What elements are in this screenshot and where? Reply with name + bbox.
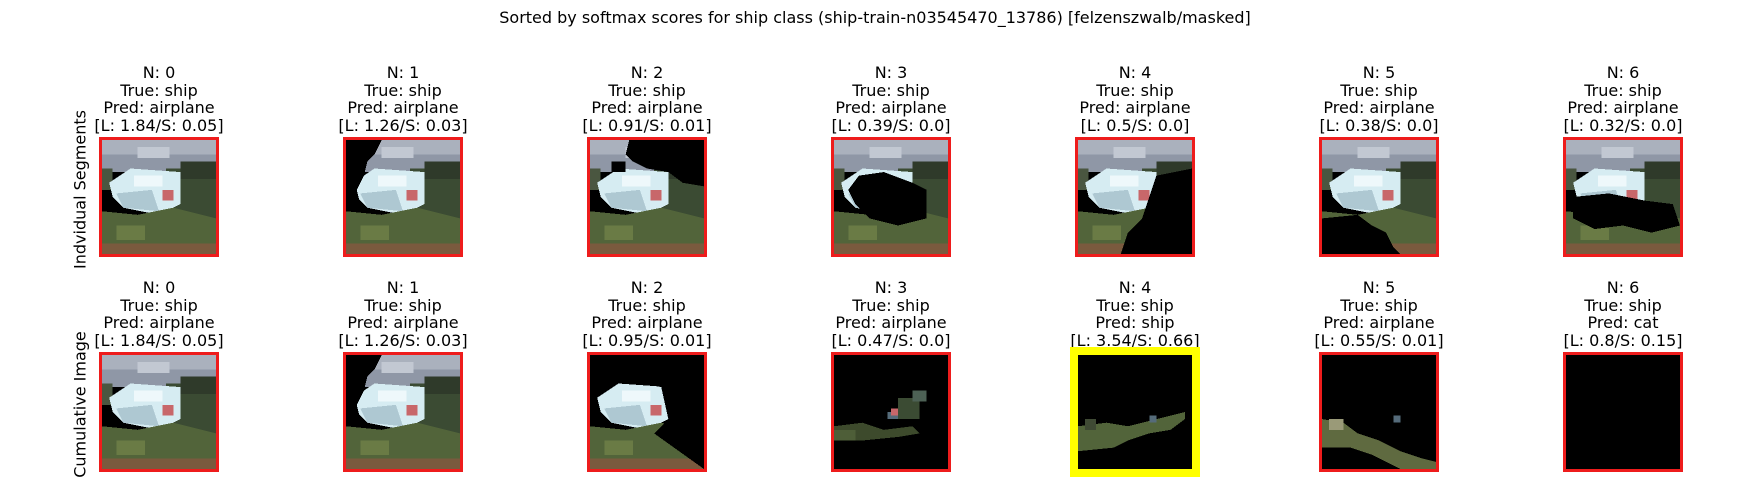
panel-title-pred: Pred: airplane	[103, 313, 215, 332]
panel-title-scores: [L: 0.95/S: 0.01]	[582, 330, 712, 350]
panel-title-pred: Pred: airplane	[347, 98, 459, 117]
masked-image	[1319, 352, 1439, 472]
masked-image	[587, 352, 707, 472]
panel-title-true-label: True: ship	[1096, 80, 1174, 100]
panel-title-scores: [L: 0.47/S: 0.0]	[831, 330, 951, 350]
masked-image	[99, 352, 219, 472]
masked-image	[1563, 352, 1683, 472]
panel-title-pred: Pred: cat	[1587, 313, 1659, 332]
masked-image	[831, 137, 951, 257]
masked-image	[343, 352, 463, 472]
panel-title-scores: [L: 1.84/S: 0.05]	[94, 115, 224, 135]
panel-title-n: N: 2	[630, 278, 664, 297]
panel-title-n: N: 5	[1362, 63, 1396, 82]
panel-title-scores: [L: 3.54/S: 0.66]	[1070, 330, 1200, 350]
image-thumbnail	[102, 355, 216, 469]
panel-title-pred: Pred: airplane	[1323, 98, 1435, 117]
panel-title-true-label: True: ship	[852, 80, 930, 100]
image-thumbnail	[590, 355, 704, 469]
image-thumbnail	[1322, 140, 1436, 254]
panel-title-n: N: 5	[1362, 278, 1396, 297]
masked-image	[1075, 137, 1195, 257]
image-thumbnail	[346, 355, 460, 469]
panel-title-pred: Pred: airplane	[835, 98, 947, 117]
panel-title-n: N: 4	[1118, 63, 1152, 82]
panel-title-pred: Pred: airplane	[1567, 98, 1679, 117]
panel-title-true-label: True: ship	[608, 80, 686, 100]
image-thumbnail	[590, 140, 704, 254]
panel-title-scores: [L: 0.5/S: 0.0]	[1080, 115, 1190, 135]
panel-title-scores: [L: 1.84/S: 0.05]	[94, 330, 224, 350]
panel-title-scores: [L: 0.38/S: 0.0]	[1319, 115, 1439, 135]
panel-title-true-label: True: ship	[852, 295, 930, 315]
panel-title-n: N: 2	[630, 63, 664, 82]
panel-title-pred: Pred: airplane	[1079, 98, 1191, 117]
image-thumbnail	[834, 355, 948, 469]
panel-title-n: N: 6	[1606, 63, 1640, 82]
panel-title-n: N: 4	[1118, 278, 1152, 297]
panel-title-true-label: True: ship	[120, 80, 198, 100]
panel-title-true-label: True: ship	[1584, 295, 1662, 315]
panel-title-true-label: True: ship	[1584, 80, 1662, 100]
panel-title-scores: [L: 0.8/S: 0.15]	[1563, 330, 1683, 350]
panel-title-true-label: True: ship	[1340, 295, 1418, 315]
masked-image	[343, 137, 463, 257]
image-thumbnail	[1566, 140, 1680, 254]
panel-title-scores: [L: 0.91/S: 0.01]	[582, 115, 712, 135]
panel-title-true-label: True: ship	[364, 80, 442, 100]
panel-title-pred: Pred: ship	[1095, 313, 1175, 332]
panel-title-scores: [L: 0.55/S: 0.01]	[1314, 330, 1444, 350]
image-thumbnail	[1078, 355, 1192, 469]
panel-title-true-label: True: ship	[1340, 80, 1418, 100]
panel-title-pred: Pred: airplane	[835, 313, 947, 332]
panel-title-n: N: 1	[386, 63, 420, 82]
chart-title: Sorted by softmax scores for ship class …	[499, 8, 1251, 27]
panel-title-pred: Pred: airplane	[1323, 313, 1435, 332]
panel-title-n: N: 0	[142, 63, 176, 82]
panel-title-scores: [L: 1.26/S: 0.03]	[338, 330, 468, 350]
panel-title-true-label: True: ship	[1096, 295, 1174, 315]
image-thumbnail	[102, 140, 216, 254]
image-thumbnail	[1078, 140, 1192, 254]
panel-title-n: N: 3	[874, 278, 908, 297]
masked-image	[1319, 137, 1439, 257]
masked-image	[831, 352, 951, 472]
panel-title-n: N: 6	[1606, 278, 1640, 297]
panel-title-true-label: True: ship	[608, 295, 686, 315]
panel-title-n: N: 0	[142, 278, 176, 297]
panel-title-n: N: 1	[386, 278, 420, 297]
panel-title-pred: Pred: airplane	[591, 313, 703, 332]
image-thumbnail	[346, 140, 460, 254]
panel-title-scores: [L: 0.32/S: 0.0]	[1563, 115, 1683, 135]
image-thumbnail	[1566, 355, 1680, 469]
image-thumbnail	[834, 140, 948, 254]
masked-image	[1563, 137, 1683, 257]
panel-title-scores: [L: 1.26/S: 0.03]	[338, 115, 468, 135]
highlighted-image	[1070, 347, 1200, 477]
panel-title-true-label: True: ship	[120, 295, 198, 315]
masked-image	[587, 137, 707, 257]
panel-title-pred: Pred: airplane	[103, 98, 215, 117]
panel-title-pred: Pred: airplane	[591, 98, 703, 117]
masked-image	[99, 137, 219, 257]
image-thumbnail	[1322, 355, 1436, 469]
panel-title-pred: Pred: airplane	[347, 313, 459, 332]
panel-title-n: N: 3	[874, 63, 908, 82]
panel-title-scores: [L: 0.39/S: 0.0]	[831, 115, 951, 135]
panel-title-true-label: True: ship	[364, 295, 442, 315]
